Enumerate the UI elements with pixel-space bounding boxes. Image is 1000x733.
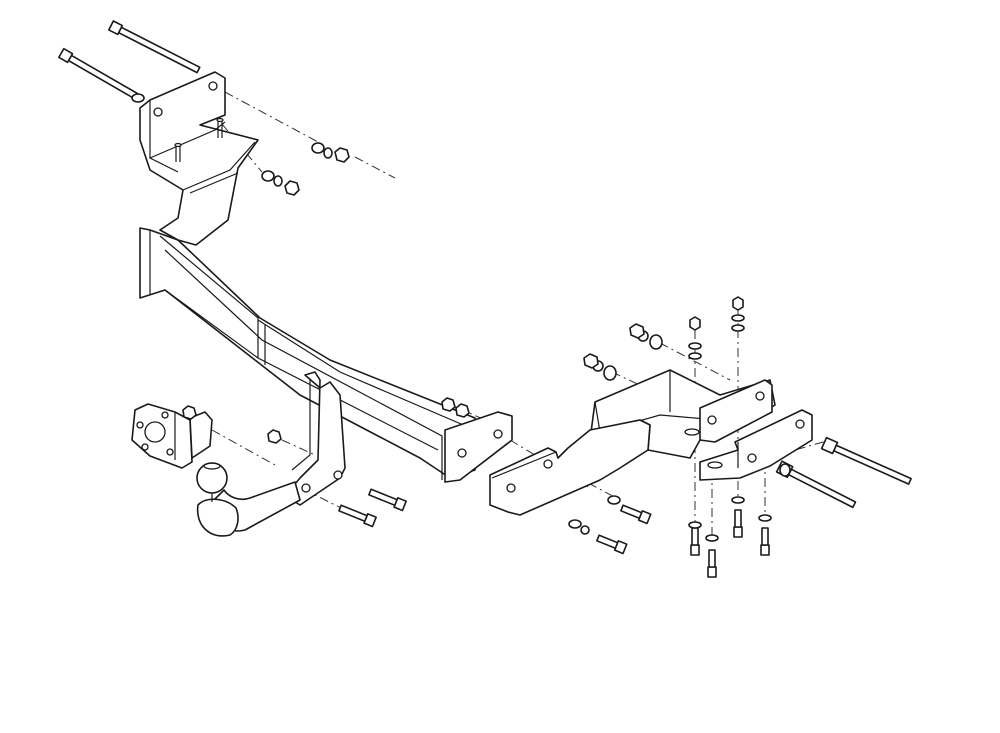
left-mounting-bracket: [139, 71, 259, 246]
short-bolt: [620, 504, 652, 525]
main-crossbar: [139, 227, 513, 483]
long-bolt: [820, 436, 912, 485]
socket-plate: [131, 403, 213, 469]
nuts: [182, 147, 744, 444]
long-bolt: [58, 47, 142, 102]
vertical-bolt: [707, 549, 717, 578]
vertical-bolt: [690, 527, 700, 556]
vertical-bolt: [760, 527, 770, 556]
short-bolt: [338, 504, 377, 528]
bolts: [58, 20, 912, 578]
right-mounting-bracket: [589, 369, 813, 481]
tow-ball: [196, 462, 301, 537]
right-side-plate: [489, 419, 651, 516]
short-bolt: [368, 488, 407, 512]
vertical-bolt: [733, 509, 743, 538]
short-bolt: [596, 534, 628, 555]
long-bolt: [108, 20, 201, 74]
